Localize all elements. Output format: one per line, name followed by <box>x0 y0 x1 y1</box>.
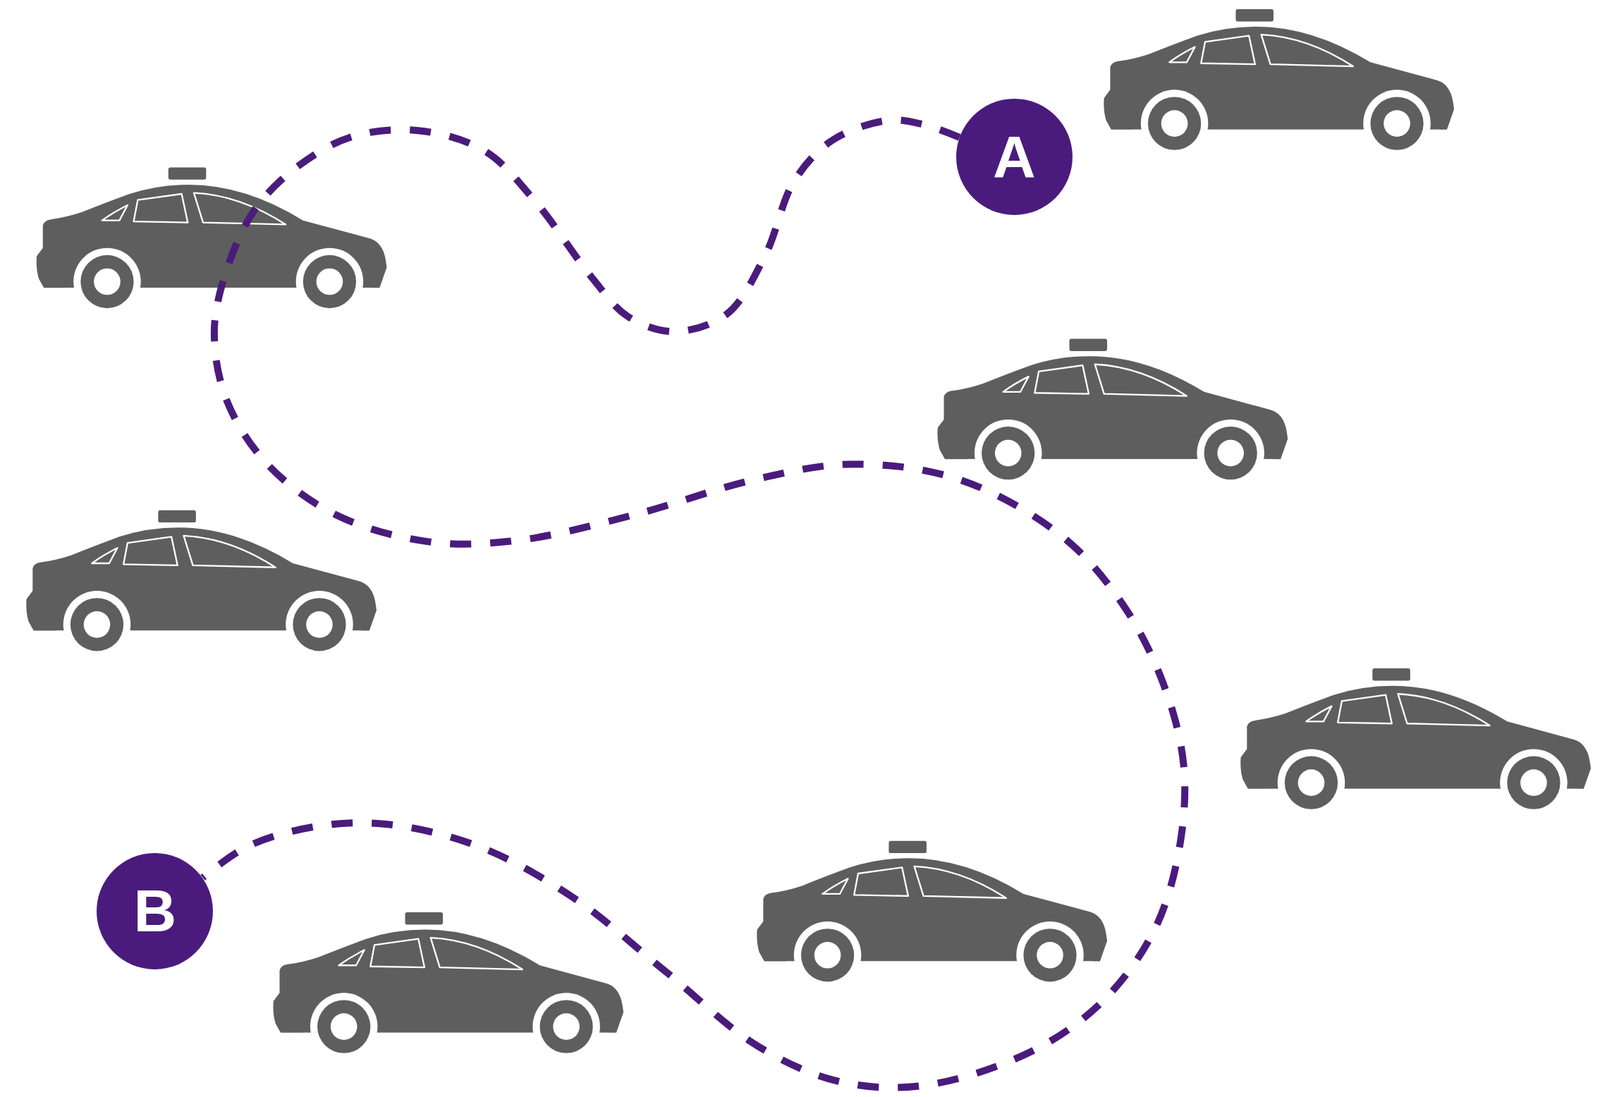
waypoint-circle: B <box>96 853 213 970</box>
taxi-icon <box>756 841 1108 993</box>
waypoint-letter: A <box>992 127 1036 187</box>
taxi-icon <box>937 339 1288 491</box>
waypoint-circle: A <box>956 98 1073 216</box>
taxi-icon <box>1240 668 1591 820</box>
route-path <box>203 119 1186 1089</box>
waypoint-letter: B <box>133 881 177 941</box>
taxi-icon <box>1103 9 1455 161</box>
taxi-icon <box>26 510 377 662</box>
taxi-icon <box>272 912 624 1064</box>
taxi-icon <box>36 167 388 319</box>
